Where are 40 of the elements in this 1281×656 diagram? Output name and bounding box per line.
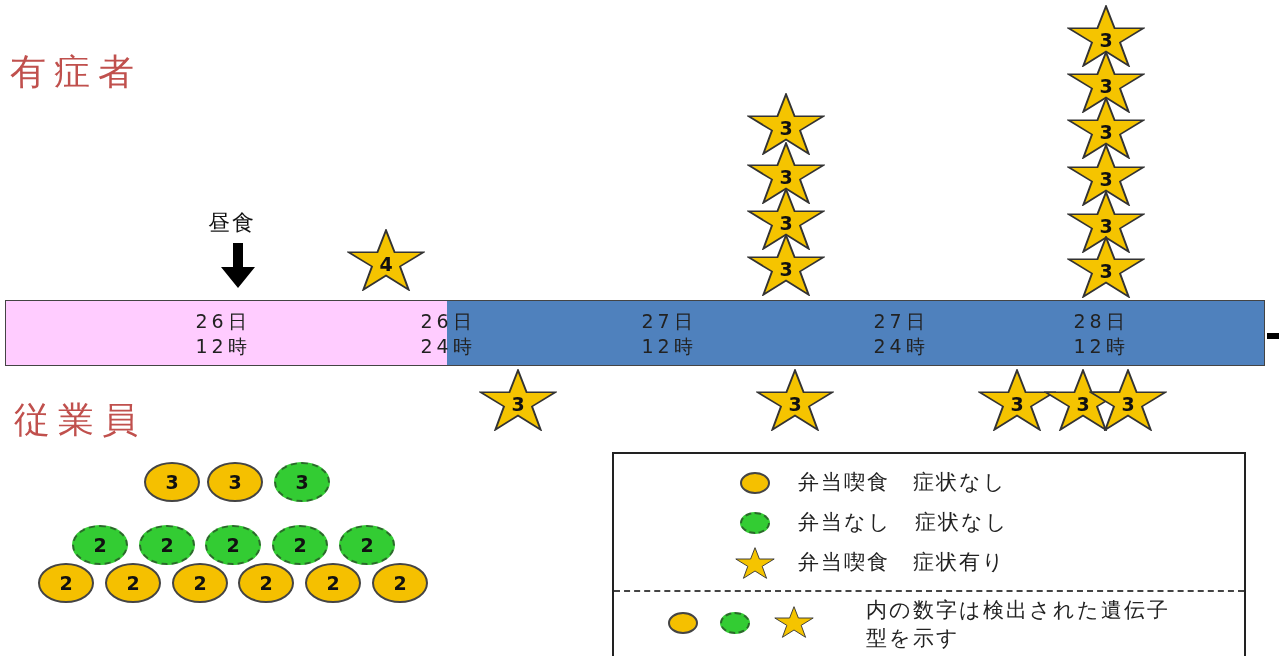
star-marker: 3 (1067, 236, 1145, 298)
time-label: 27日24時 (872, 309, 930, 359)
circle-marker: 2 (172, 563, 228, 603)
star-marker: 3 (747, 234, 825, 296)
circle-marker: 2 (339, 525, 395, 565)
circle-marker: 2 (139, 525, 195, 565)
circle-marker: 3 (144, 462, 200, 502)
circle-marker: 2 (372, 563, 428, 603)
time-label: 28日12時 (1072, 309, 1130, 359)
note-text: 内の数字は検出された遺伝子型を示す (866, 597, 1171, 652)
star-marker: 3 (1067, 51, 1145, 113)
circle-marker: 3 (274, 462, 330, 502)
star-marker: 3 (1067, 144, 1145, 206)
legend-text: 弁当喫食 症状有り (798, 549, 1006, 576)
star-marker: 4 (347, 229, 425, 291)
star-marker: 3 (747, 93, 825, 155)
time-label: 27日12時 (640, 309, 698, 359)
circle-marker: 2 (305, 563, 361, 603)
time-label: 26日12時 (194, 309, 252, 359)
star-marker: 3 (1067, 5, 1145, 67)
star-marker: 3 (747, 188, 825, 250)
circle-marker: 2 (238, 563, 294, 603)
circle-marker: 2 (272, 525, 328, 565)
star-marker: 3 (1067, 191, 1145, 253)
circle-marker: 2 (205, 525, 261, 565)
star-marker: 3 (1067, 97, 1145, 159)
circle-marker: 3 (207, 462, 263, 502)
circle-marker: 2 (72, 525, 128, 565)
star-marker: 3 (1089, 369, 1167, 431)
heading: 有症者 (10, 50, 142, 94)
timeline-bar (5, 300, 1265, 366)
star-marker: 3 (747, 142, 825, 204)
legend-text: 弁当なし 症状なし (798, 509, 1009, 536)
heading: 従業員 (14, 398, 146, 442)
event-label: 昼食 (208, 209, 256, 237)
legend-text: 弁当喫食 症状なし (798, 469, 1007, 496)
circle-marker: 2 (105, 563, 161, 603)
circle-marker: 2 (38, 563, 94, 603)
star-marker: 3 (756, 369, 834, 431)
star-marker: 3 (479, 369, 557, 431)
